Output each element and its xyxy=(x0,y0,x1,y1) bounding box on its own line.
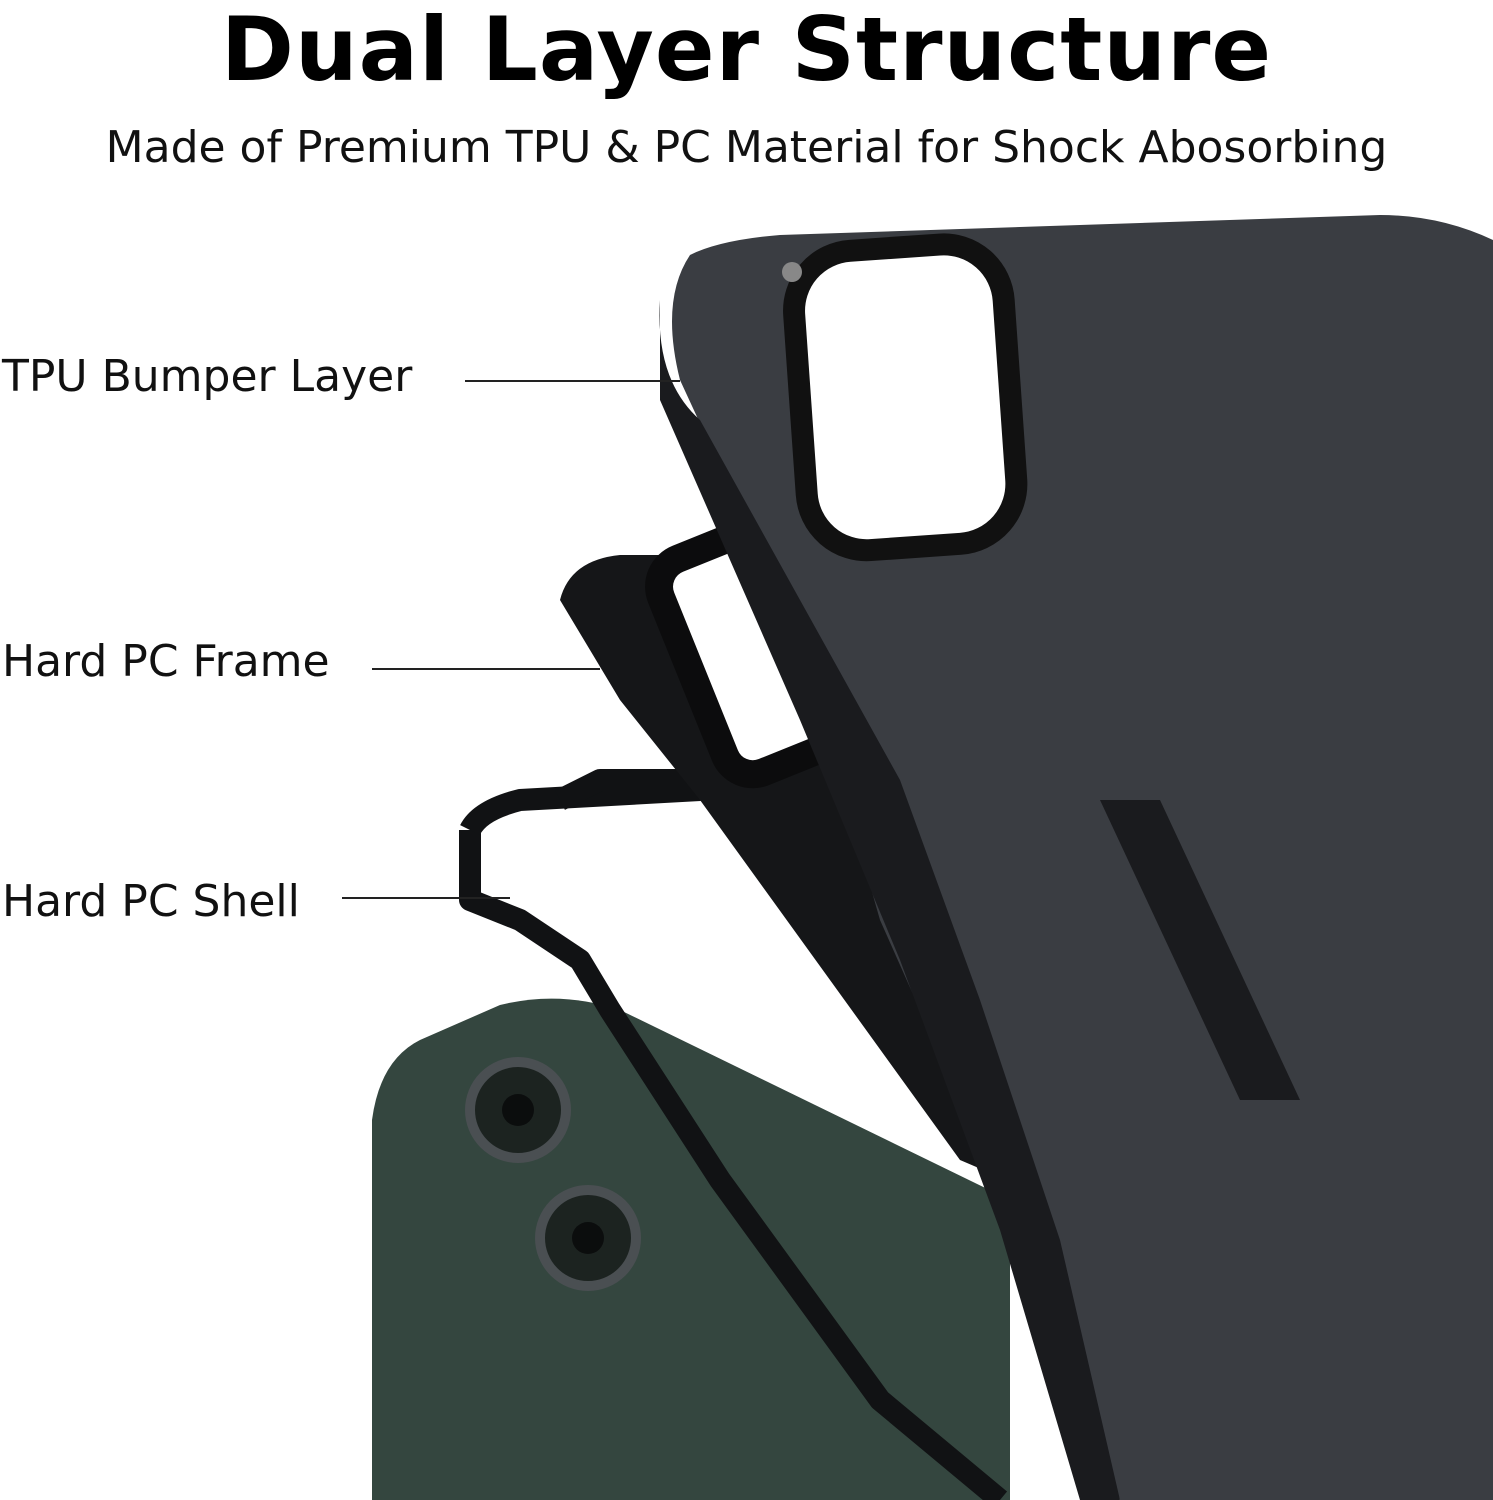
page-title: Dual Layer Structure xyxy=(220,0,1273,101)
label-pc-frame: Hard PC Frame xyxy=(2,636,330,687)
page-subtitle: Made of Premium TPU & PC Material for Sh… xyxy=(105,122,1388,173)
label-tpu-bumper: TPU Bumper Layer xyxy=(2,351,413,402)
leader-line-tpu-bumper xyxy=(465,380,680,382)
leader-line-pc-frame xyxy=(372,668,600,670)
tpu-bumper-case xyxy=(659,215,1493,1500)
screw-icon xyxy=(782,262,802,282)
leader-line-pc-shell xyxy=(342,897,510,899)
pc-shell xyxy=(459,769,1008,1500)
label-pc-shell: Hard PC Shell xyxy=(2,876,300,927)
